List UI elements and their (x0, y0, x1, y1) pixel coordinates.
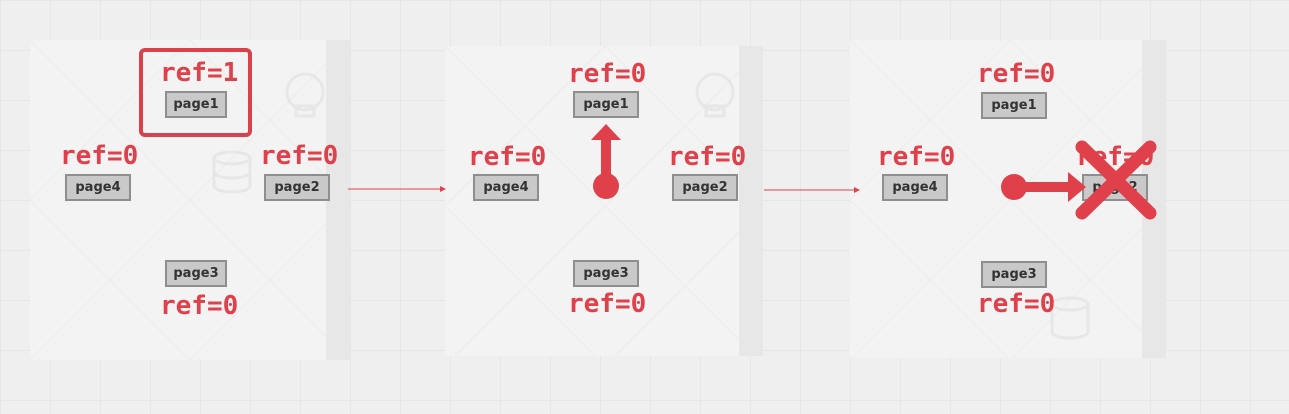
page2-ref: ref=0 (668, 142, 747, 172)
panel-edge (326, 40, 350, 360)
page4-box: page4 (473, 174, 539, 201)
database-icon (212, 150, 252, 194)
page1-ref: ref=0 (568, 59, 647, 89)
page4-ref: ref=0 (468, 142, 547, 172)
page4-box: page4 (882, 174, 948, 201)
page1-ref: ref=0 (977, 59, 1056, 89)
page1-box: page1 (573, 91, 639, 118)
page2-box: page2 (264, 174, 330, 201)
page2-box: page2 (672, 174, 738, 201)
page3-ref: ref=0 (568, 289, 647, 319)
page1-ref: ref=1 (160, 58, 239, 88)
panel-edge (739, 46, 763, 356)
page1-box: page1 (981, 92, 1047, 119)
page3-box: page3 (165, 260, 227, 287)
skull-icon (695, 72, 735, 118)
highlight-box (139, 48, 252, 137)
page1-box: page1 (165, 91, 227, 118)
page3-box: page3 (981, 261, 1047, 288)
page4-ref: ref=0 (60, 141, 139, 171)
page2-ref: ref=0 (260, 141, 339, 171)
page4-ref: ref=0 (877, 142, 956, 172)
arrow-right-icon (348, 186, 446, 192)
page3-ref: ref=0 (977, 289, 1056, 319)
clock-hand-icon (591, 124, 621, 199)
cross-icon (1075, 140, 1157, 220)
arrow-right-icon (764, 187, 860, 193)
clock-hand-icon (1001, 172, 1086, 202)
skull-icon (285, 72, 325, 118)
database-icon (1050, 296, 1090, 340)
page3-ref: ref=0 (160, 291, 239, 321)
page3-box: page3 (573, 260, 639, 287)
page4-box: page4 (65, 174, 131, 201)
